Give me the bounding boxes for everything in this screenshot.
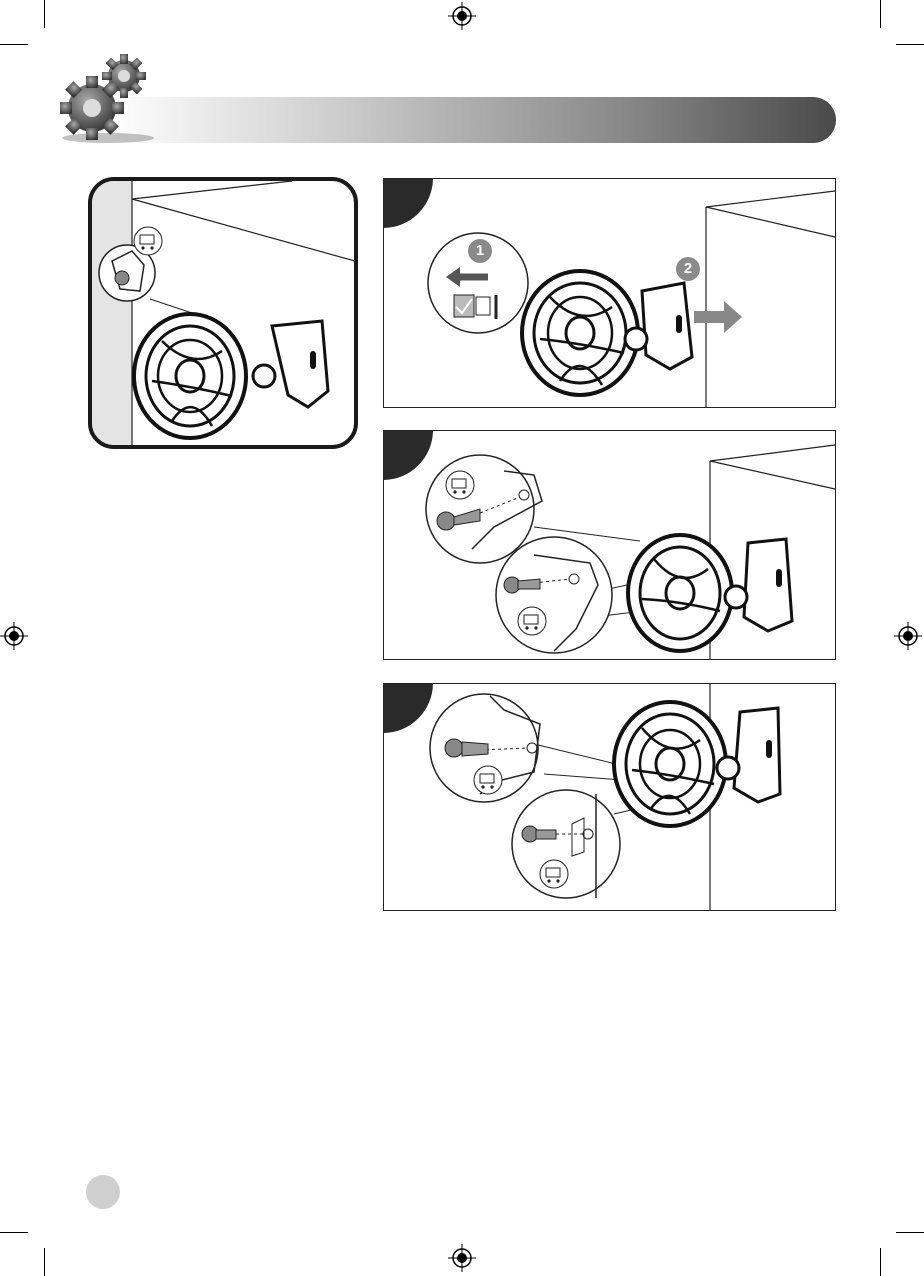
registration-mark-icon <box>448 2 476 30</box>
crop-mark <box>44 0 45 28</box>
shopping-cart-icon <box>446 471 474 499</box>
registration-mark-icon <box>0 622 28 650</box>
step-panel-c <box>383 683 836 911</box>
crop-mark <box>896 44 924 45</box>
fan-icon <box>134 314 328 438</box>
step-panel-a: 1 2 <box>383 178 836 408</box>
step-number-badge: 1 <box>468 239 492 263</box>
step-panel-b <box>383 430 836 660</box>
shopping-cart-icon <box>518 607 546 635</box>
arrow-right-icon <box>694 301 742 333</box>
section-header-bar <box>108 97 836 143</box>
shopping-cart-icon <box>540 860 568 888</box>
registration-mark-icon <box>448 1244 476 1272</box>
shopping-cart-icon <box>134 227 162 255</box>
crop-mark <box>896 1232 924 1233</box>
crop-mark <box>880 0 881 28</box>
fan-icon <box>614 702 780 826</box>
crop-mark <box>0 44 28 45</box>
gears-icon <box>58 52 158 144</box>
crop-mark <box>880 1248 881 1276</box>
page-number-badge <box>86 1175 120 1209</box>
crop-mark <box>0 1232 28 1233</box>
fan-icon <box>522 271 692 395</box>
fan-icon <box>628 535 792 651</box>
intro-illustration <box>88 177 358 449</box>
registration-mark-icon <box>894 622 922 650</box>
shopping-cart-icon <box>474 766 502 794</box>
step-number-badge: 2 <box>676 257 700 281</box>
crop-mark <box>44 1248 45 1276</box>
